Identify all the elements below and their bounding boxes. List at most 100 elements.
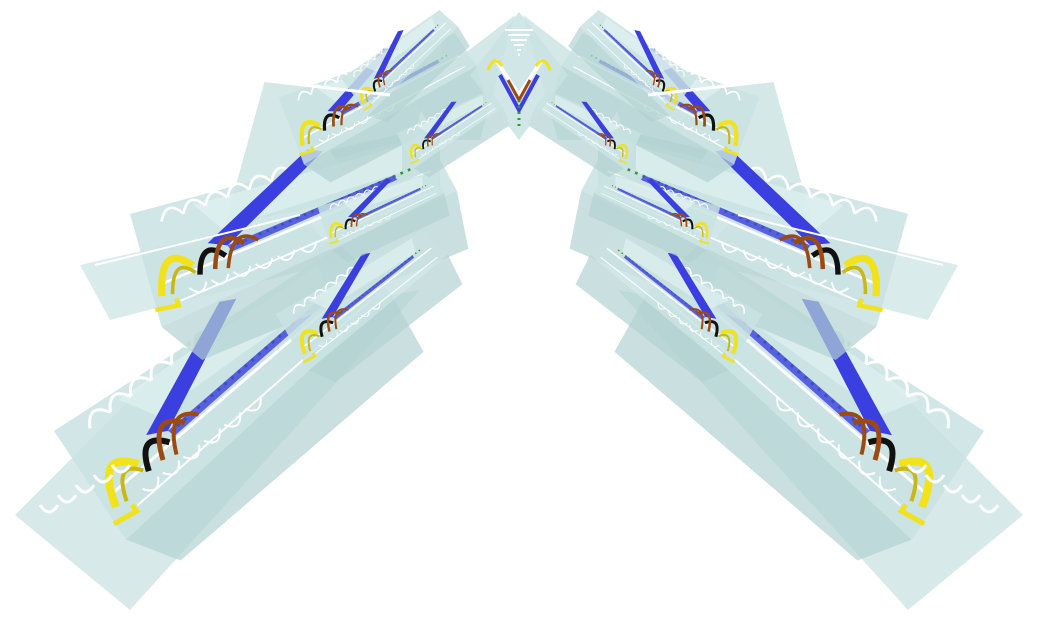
blue-ribbon — [581, 101, 614, 139]
lace-scallop — [726, 90, 741, 101]
panel-lower — [568, 26, 670, 123]
lace-scallop — [648, 46, 657, 54]
panel-lower — [368, 26, 470, 123]
yellow-arc — [307, 126, 323, 145]
brown-arc — [778, 234, 812, 269]
lace-scallop — [434, 143, 440, 148]
lace-line — [371, 28, 451, 104]
brown-arc — [679, 103, 698, 126]
panel — [581, 134, 909, 327]
lace-scallop — [603, 116, 611, 123]
blue-ribbon — [321, 252, 371, 319]
black-arc — [322, 113, 341, 131]
lace-scallop — [414, 124, 422, 131]
apex-yellow-arc — [486, 59, 504, 71]
lace-line — [303, 247, 432, 347]
blue-ribbon — [623, 255, 706, 320]
lace-line — [541, 107, 620, 160]
lace-scallop — [623, 128, 631, 135]
lace-scallop — [360, 64, 369, 72]
lace-scallop — [853, 206, 878, 222]
brown-arc — [689, 308, 704, 330]
panel-highlight — [622, 238, 730, 309]
lace-scallop — [434, 112, 442, 119]
blue-ribbon — [424, 101, 457, 139]
black-arc — [810, 247, 841, 275]
yellow-arc — [334, 226, 345, 238]
yellow-foot — [721, 352, 736, 364]
panel-lower — [575, 254, 729, 383]
lace-scallop — [297, 90, 312, 101]
panel-highlight — [615, 176, 696, 212]
lace-scallop — [669, 116, 681, 124]
module-5 — [317, 171, 450, 263]
brown-arc — [645, 70, 656, 86]
yellow-foot — [856, 297, 884, 313]
blue-ribbon — [646, 179, 690, 218]
brown-arc — [350, 213, 363, 227]
lace-scallop — [960, 494, 982, 504]
lace-scallop — [787, 182, 812, 198]
blue-ribbon — [355, 188, 421, 220]
blue-ribbon — [430, 105, 483, 140]
lace-scallop — [358, 225, 366, 230]
lace-scallop — [381, 46, 390, 54]
lace-scallop — [363, 189, 373, 196]
lace-scallop — [374, 52, 383, 60]
module-4 — [575, 228, 763, 383]
apex-cluster — [470, 12, 568, 140]
lace-scallop — [690, 199, 701, 206]
panel-lower — [331, 193, 450, 263]
black-arc — [682, 218, 694, 230]
panel-highlight — [554, 95, 621, 133]
panel-highlight — [602, 17, 675, 72]
lace-scallop — [616, 124, 624, 131]
brown-arc — [171, 411, 199, 456]
blue-ribbon — [555, 105, 608, 140]
lace-scallop — [596, 112, 604, 119]
brown-arc — [601, 134, 612, 147]
lace-scallop — [293, 304, 305, 314]
brown-arc — [377, 72, 388, 88]
lace-scallop — [786, 265, 806, 277]
right-wing — [523, 10, 1023, 610]
brown-arc — [334, 308, 349, 330]
brown-arc — [156, 418, 186, 461]
yellow-foot — [410, 158, 420, 165]
lace-line — [315, 256, 438, 354]
brown-arc — [326, 311, 342, 332]
brown-arc — [839, 411, 867, 456]
lace-scallop — [92, 474, 114, 484]
brown-arc — [675, 213, 688, 227]
lace-scallop — [440, 139, 447, 144]
yellow-arc — [170, 265, 197, 295]
black-arc — [422, 139, 432, 150]
lace-line — [259, 78, 391, 97]
blue-ribbon — [603, 29, 657, 79]
blue-ribbon — [617, 188, 683, 220]
yellow-arc — [616, 143, 629, 159]
lace-line — [737, 214, 944, 266]
lace-line — [418, 107, 497, 160]
yellow-arc — [718, 334, 731, 352]
lace-scallop — [638, 75, 645, 81]
lace-scallop — [387, 81, 393, 87]
brown-arc — [332, 105, 351, 127]
lace-scallop — [690, 274, 703, 285]
lace-scallop — [682, 196, 692, 203]
yellow-arc — [717, 119, 739, 147]
lace-scallop — [682, 122, 694, 130]
lace-scallop — [232, 265, 252, 277]
lace-line — [544, 101, 626, 155]
blue-ribbon — [667, 252, 717, 319]
black-arc — [697, 113, 716, 131]
lace-line — [603, 185, 707, 234]
lace-line — [331, 185, 435, 234]
brown-arc — [431, 133, 441, 146]
lace-line — [606, 247, 735, 347]
lace-scallop — [160, 206, 185, 222]
lace-scallop — [303, 296, 316, 307]
blue-ribbon — [168, 299, 325, 436]
lace-scallop — [329, 203, 339, 210]
lace-line — [94, 214, 301, 266]
